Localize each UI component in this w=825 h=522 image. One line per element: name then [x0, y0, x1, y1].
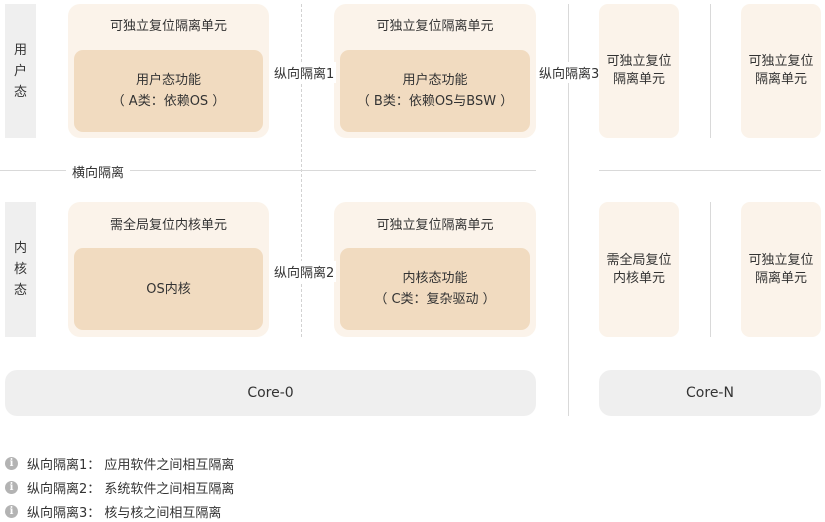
coreN-user-left-text: 可独立复位隔离单元 — [606, 54, 672, 87]
legend-item: i 纵向隔离1： 应用软件之间相互隔离 — [5, 454, 505, 473]
kernel-unit-c: 可独立复位隔离单元 内核态功能 （ C类：复杂驱动 ） — [334, 202, 536, 337]
legend-text: 纵向隔离3： 核与核之间相互隔离 — [27, 505, 222, 521]
core-n-label: Core-N — [686, 385, 734, 401]
kernel-unit-os-title: 需全局复位内核单元 — [109, 218, 227, 233]
coreN-horizontal-line — [599, 170, 821, 171]
os-kernel-text: OS内核 — [146, 281, 191, 297]
info-icon: i — [5, 480, 18, 494]
vertical-isolation-2-label: 纵向隔离2 — [272, 261, 337, 282]
legend-item: i 纵向隔离3： 核与核之间相互隔离 — [5, 502, 505, 521]
user-unit-b-function: 用户态功能 （ B类：依赖OS与BSW ） — [340, 50, 530, 132]
vertical-isolation-1-label: 纵向隔离1 — [272, 62, 337, 83]
info-icon: i — [5, 456, 18, 470]
horizontal-isolation-label: 横向隔离 — [66, 161, 131, 182]
coreN-user-left: 可独立复位隔离单元 — [599, 4, 679, 138]
coreN-user-right-text: 可独立复位隔离单元 — [748, 54, 814, 87]
user-unit-b-line2: （ B类：依赖OS与BSW ） — [356, 94, 514, 109]
coreN-kernel-left-text: 需全局复位内核单元 — [606, 252, 672, 286]
kernel-unit-c-function: 内核态功能 （ C类：复杂驱动 ） — [340, 248, 530, 330]
user-unit-a-line2: （ A类：依赖OS ） — [111, 94, 226, 109]
coreN-kernel-right: 可独立复位隔离单元 — [741, 202, 821, 337]
user-unit-b-title: 可独立复位隔离单元 — [376, 19, 494, 34]
core-0-bar: Core-0 — [5, 370, 536, 416]
kernel-mode-label: 内核态 — [5, 202, 36, 337]
user-unit-b-line1: 用户态功能 — [402, 73, 468, 88]
user-unit-b: 可独立复位隔离单元 用户态功能 （ B类：依赖OS与BSW ） — [334, 4, 536, 138]
user-unit-a-title: 可独立复位隔离单元 — [109, 19, 227, 34]
vertical-isolation-3-label: 纵向隔离3 — [537, 62, 602, 83]
kernel-unit-c-title: 可独立复位隔离单元 — [376, 218, 494, 233]
kernel-unit-os: 需全局复位内核单元 OS内核 — [68, 202, 269, 337]
horizontal-isolation-line — [0, 170, 536, 171]
kernel-unit-c-line2: （ C类：复杂驱动 ） — [374, 292, 496, 307]
info-icon: i — [5, 504, 18, 518]
vertical-isolation-3-line — [568, 4, 569, 416]
core-n-bar: Core-N — [599, 370, 821, 416]
user-unit-a: 可独立复位隔离单元 用户态功能 （ A类：依赖OS ） — [68, 4, 269, 138]
kernel-mode-label-text: 内核态 — [13, 241, 27, 298]
kernel-unit-c-line1: 内核态功能 — [402, 271, 468, 286]
legend-text: 纵向隔离1： 应用软件之间相互隔离 — [27, 457, 235, 473]
user-unit-a-function: 用户态功能 （ A类：依赖OS ） — [74, 50, 263, 132]
coreN-kernel-separator — [710, 202, 711, 337]
coreN-user-right: 可独立复位隔离单元 — [741, 4, 821, 138]
core-0-label: Core-0 — [247, 385, 294, 401]
coreN-user-separator — [710, 4, 711, 138]
os-kernel-block: OS内核 — [74, 248, 263, 330]
legend-text: 纵向隔离2： 系统软件之间相互隔离 — [27, 481, 235, 497]
coreN-kernel-right-text: 可独立复位隔离单元 — [748, 252, 814, 286]
coreN-kernel-left: 需全局复位内核单元 — [599, 202, 679, 337]
user-mode-label-text: 用户态 — [13, 42, 27, 100]
legend: i 纵向隔离1： 应用软件之间相互隔离 i 纵向隔离2： 系统软件之间相互隔离 … — [5, 454, 505, 521]
user-unit-a-line1: 用户态功能 — [135, 73, 201, 88]
legend-item: i 纵向隔离2： 系统软件之间相互隔离 — [5, 478, 505, 497]
user-mode-label: 用户态 — [5, 4, 36, 138]
